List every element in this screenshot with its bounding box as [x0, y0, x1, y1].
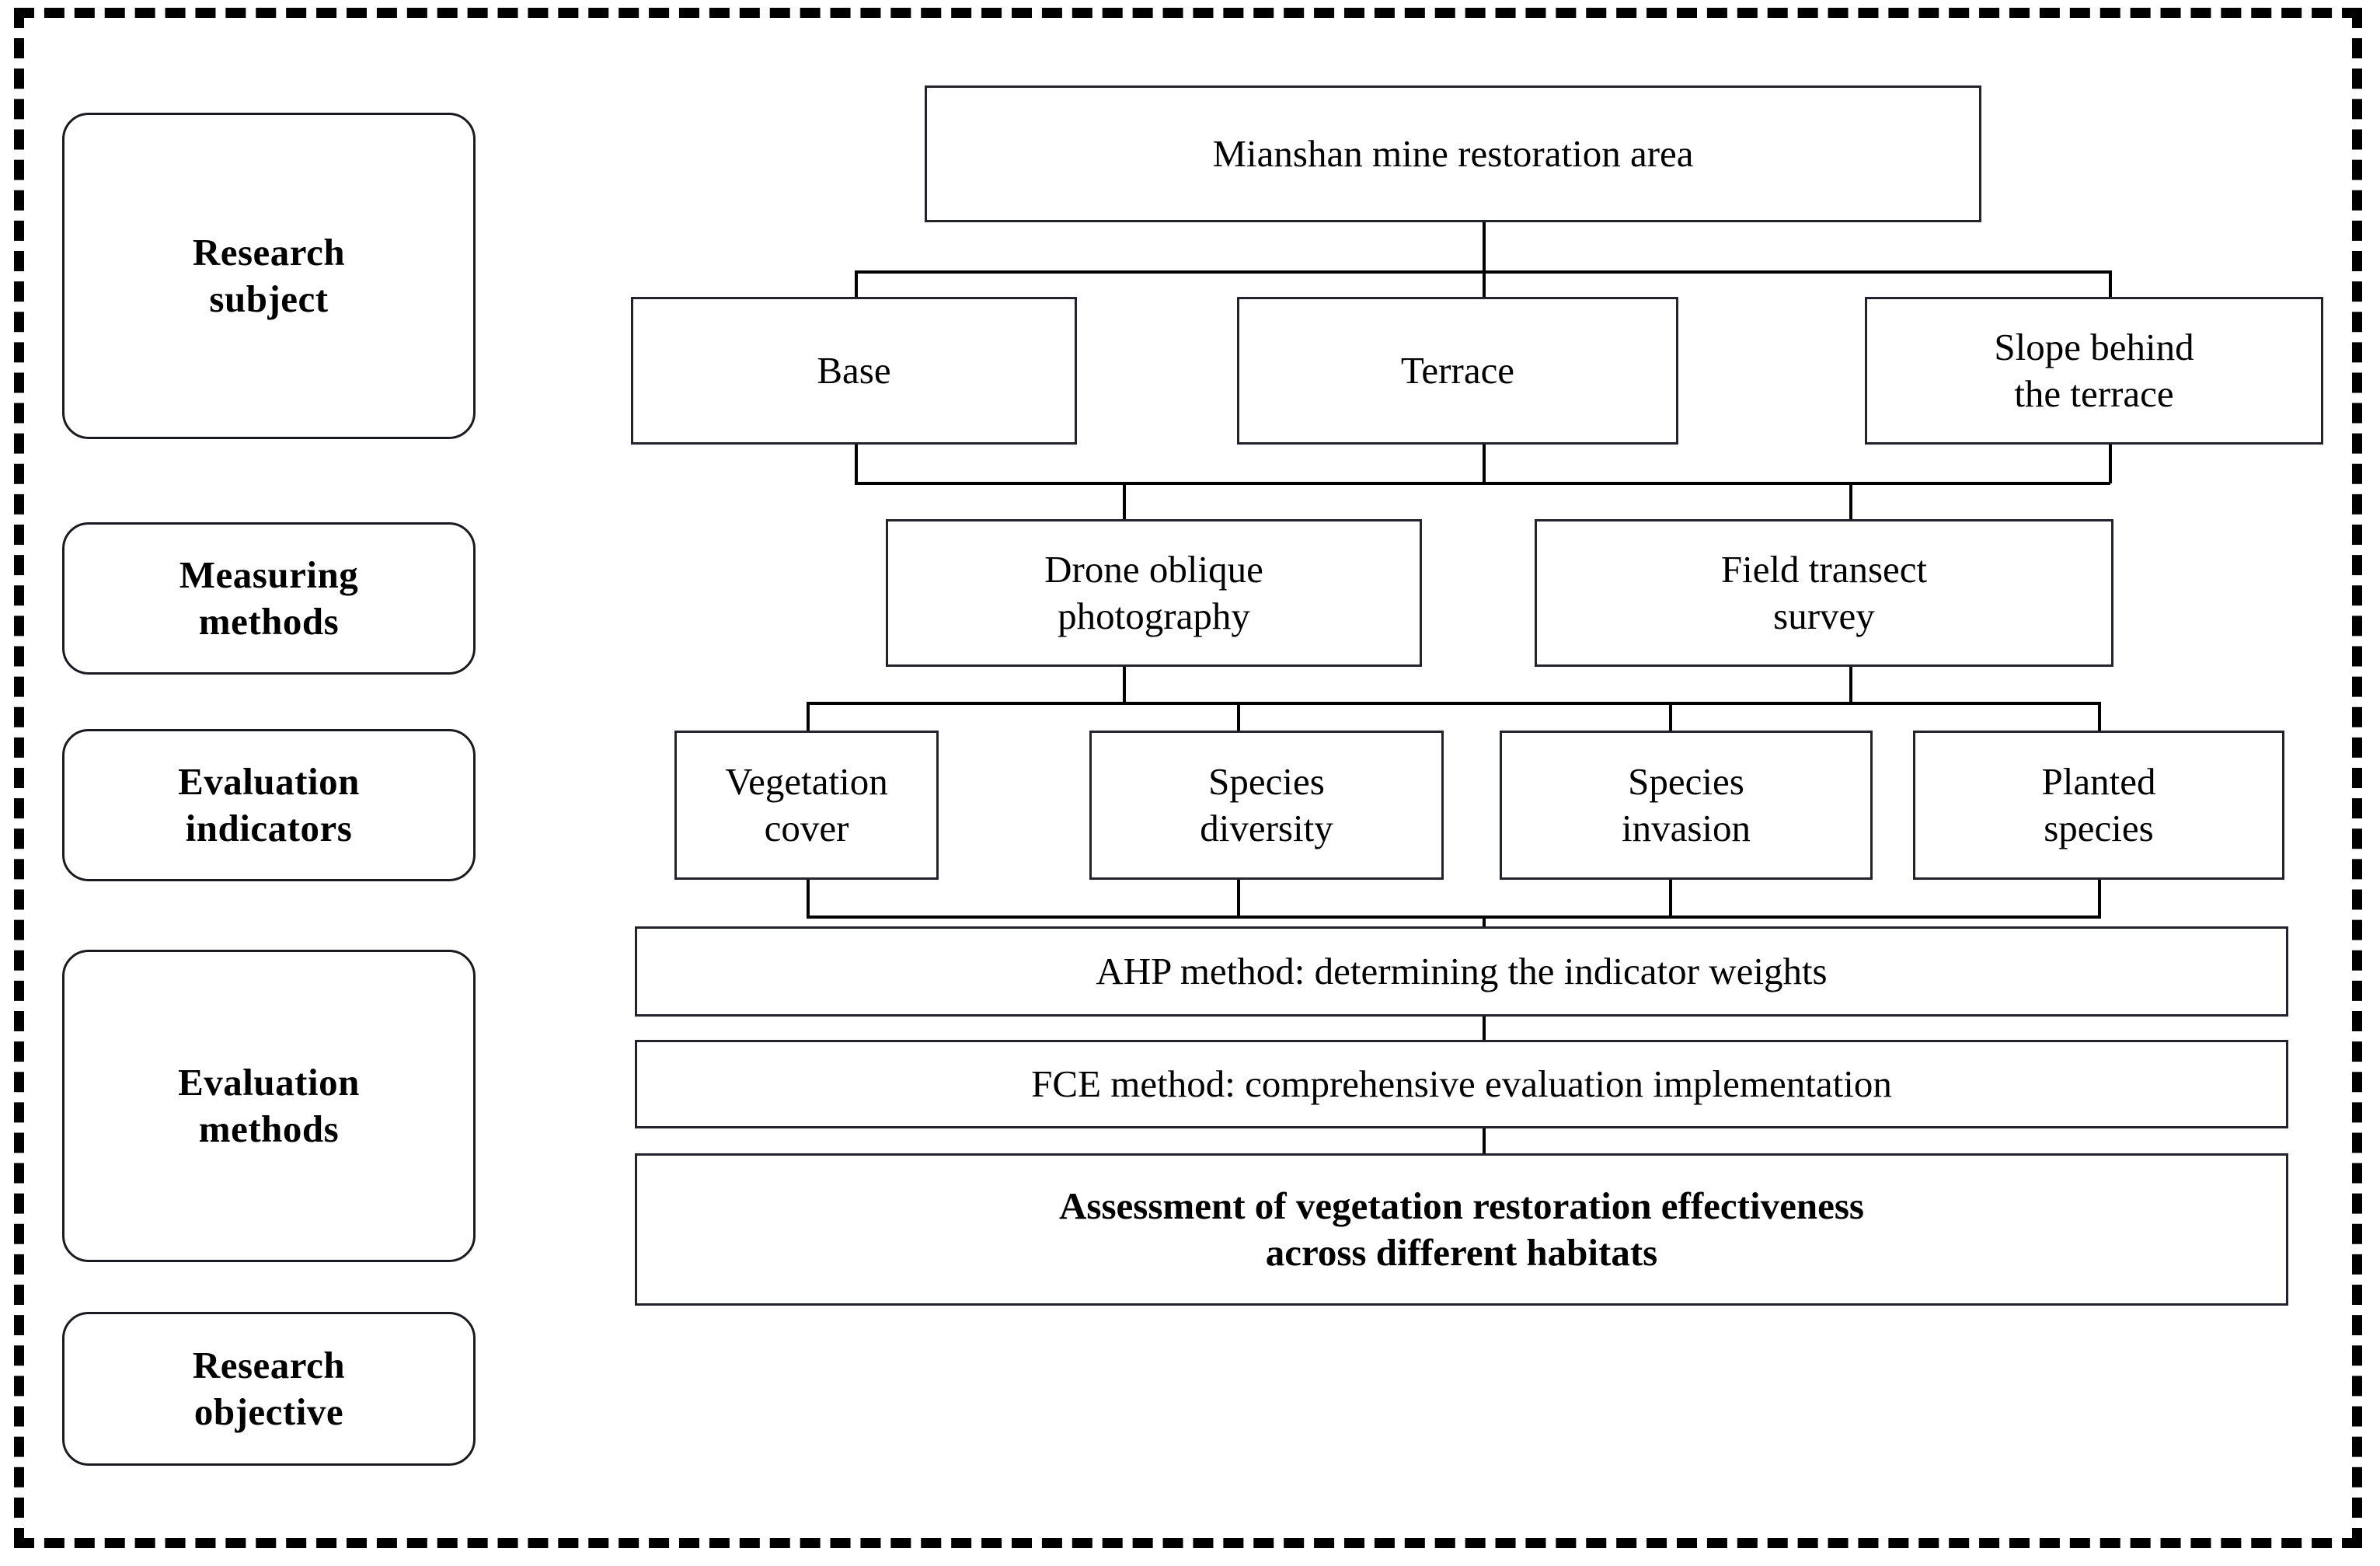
connector-indicator-bus: [807, 702, 2098, 705]
stage-label-text: Research objective: [192, 1344, 346, 1433]
flow-box-slope-behind-terrace: Slope behind the terrace: [1865, 297, 2323, 445]
connector-to-base: [855, 270, 858, 298]
connector-to-species-invasion: [1669, 702, 1672, 731]
flow-box-label: Slope behind the terrace: [1994, 326, 2194, 415]
connector-to-vegetation-cover: [807, 702, 810, 731]
stage-label-text: Research subject: [192, 231, 346, 320]
connector-root-down: [1483, 221, 1486, 272]
flow-box-species-diversity: Species diversity: [1089, 731, 1444, 880]
flow-box-fce-method: FCE method: comprehensive evaluation imp…: [635, 1040, 2288, 1128]
connector-base-down: [855, 443, 858, 483]
flow-box-assessment-objective: Assessment of vegetation restoration eff…: [635, 1153, 2288, 1306]
flow-box-label: Assessment of vegetation restoration eff…: [1059, 1184, 1864, 1274]
connector-to-field: [1849, 482, 1852, 521]
connector-to-drone: [1123, 482, 1126, 521]
flow-box-label: AHP method: determining the indicator we…: [1096, 950, 1828, 993]
flow-box-vegetation-cover: Vegetation cover: [674, 731, 939, 880]
flow-box-label: Drone oblique photography: [1044, 548, 1263, 637]
connector-to-terrace: [1483, 270, 1486, 298]
flow-box-species-invasion: Species invasion: [1500, 731, 1873, 880]
flow-box-label: Terrace: [1400, 349, 1515, 392]
flow-box-ahp-method: AHP method: determining the indicator we…: [635, 926, 2288, 1017]
dashed-outer-frame: [14, 8, 2362, 1548]
flow-box-field-transect-survey: Field transect survey: [1535, 519, 2113, 667]
flow-box-label: Mianshan mine restoration area: [1212, 132, 1694, 176]
connector-to-planted-species: [2098, 702, 2101, 731]
flow-box-label: Species diversity: [1200, 760, 1333, 849]
connector-planted-species-down: [2098, 880, 2101, 919]
stage-label-text: Measuring methods: [179, 553, 359, 643]
connector-terrace-down: [1483, 443, 1486, 483]
flow-box-root: Mianshan mine restoration area: [925, 85, 1981, 222]
connector-to-slope: [2109, 270, 2112, 298]
connector-ahp-to-fce: [1483, 1015, 1486, 1046]
flow-box-label: Base: [817, 349, 891, 392]
flow-box-label: Species invasion: [1621, 760, 1751, 849]
flow-box-planted-species: Planted species: [1913, 731, 2284, 880]
stage-label-research-objective: Research objective: [62, 1312, 476, 1466]
stage-label-evaluation-methods: Evaluation methods: [62, 950, 476, 1262]
flow-box-label: FCE method: comprehensive evaluation imp…: [1031, 1062, 1892, 1106]
flow-box-terrace: Terrace: [1237, 297, 1678, 445]
flow-box-label: Field transect survey: [1720, 548, 1928, 637]
stage-label-text: Evaluation indicators: [178, 760, 360, 849]
flow-box-base: Base: [631, 297, 1077, 445]
connector-method-bus: [855, 482, 2110, 485]
flow-box-label: Vegetation cover: [725, 760, 888, 849]
flow-box-label: Planted species: [2041, 760, 2156, 849]
flow-box-drone-oblique-photography: Drone oblique photography: [886, 519, 1422, 667]
connector-vegetation-cover-down: [807, 880, 810, 919]
connector-slope-down: [2109, 445, 2112, 483]
stage-label-text: Evaluation methods: [178, 1061, 360, 1150]
stage-label-research-subject: Research subject: [62, 113, 476, 439]
connector-ahp-bus: [807, 916, 2098, 919]
connector-to-species-diversity: [1237, 702, 1240, 731]
connector-fce-to-objective: [1483, 1127, 1486, 1160]
connector-drone-down: [1123, 664, 1126, 703]
connector-field-down: [1849, 664, 1852, 703]
connector-species-diversity-down: [1237, 880, 1240, 919]
stage-label-evaluation-indicators: Evaluation indicators: [62, 729, 476, 881]
stage-label-measuring-methods: Measuring methods: [62, 522, 476, 675]
connector-species-invasion-down: [1669, 880, 1672, 919]
